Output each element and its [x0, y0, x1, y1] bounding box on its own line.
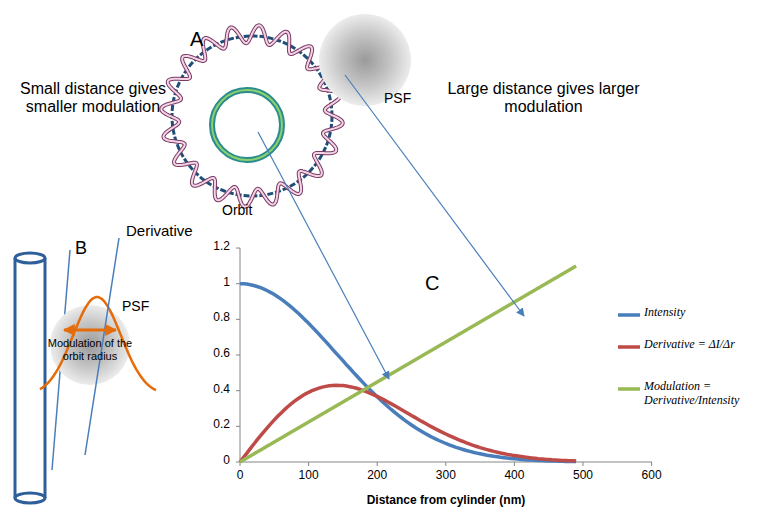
- annotation-text: Large distance gives larger modulation: [436, 80, 651, 117]
- axis-title: Distance from cylinder (nm): [296, 494, 596, 508]
- axis-tick-label: 0.4: [196, 383, 230, 397]
- annotation-text: Small distance gives smaller modulation: [3, 80, 183, 117]
- annotation-text: C: [425, 272, 455, 295]
- modulation-curve: [240, 266, 576, 462]
- axis-tick-label: 1: [196, 276, 230, 290]
- modulated-orbit: [161, 25, 342, 206]
- axis-tick-label: 200: [357, 469, 397, 483]
- axis-tick-label: 500: [563, 469, 603, 483]
- axis-ticks: [236, 248, 652, 466]
- intensity-curve: [240, 284, 576, 462]
- modulation-arrow: [64, 329, 116, 332]
- cylinder-section-inner: [212, 90, 282, 160]
- legend-text: Intensity: [644, 306, 766, 320]
- annotation-text: Modulation of the orbit radius: [40, 337, 140, 362]
- axis-tick-label: 0.2: [196, 418, 230, 432]
- legend-text: Derivative = ΔI/Δr: [644, 338, 766, 352]
- axis-tick-label: 400: [494, 469, 534, 483]
- annotation-text: A: [190, 28, 220, 51]
- wave-fill: [161, 25, 342, 206]
- axis-tick-label: 300: [426, 469, 466, 483]
- cylinder-side: [44, 258, 47, 498]
- axis-tick-label: 0.8: [196, 311, 230, 325]
- axis-tick-label: 100: [289, 469, 329, 483]
- annotation-text: Derivative: [126, 222, 216, 239]
- annotation-text: Orbit: [222, 202, 272, 218]
- leader-arrow: [258, 132, 389, 379]
- axis-tick-label: 0: [220, 469, 260, 483]
- legend-sample: [618, 387, 640, 391]
- wave-outline: [161, 25, 342, 206]
- cylinder-side: [14, 258, 17, 498]
- cylinder-bottom: [15, 493, 45, 503]
- axis-tick-label: 1.2: [196, 240, 230, 254]
- leader-arrow: [345, 75, 524, 316]
- axis-tick-label: 0.6: [196, 347, 230, 361]
- legend-sample: [618, 345, 640, 349]
- derivative-curve: [240, 385, 576, 462]
- annotation-text: PSF: [122, 298, 162, 314]
- cylinder-top: [15, 253, 45, 263]
- annotation-text: B: [75, 238, 105, 259]
- annotation-text: PSF: [384, 90, 424, 106]
- cylinder-section: [212, 90, 282, 160]
- legend-text: Modulation = Derivative/Intensity: [644, 380, 766, 408]
- axis-tick-label: 0: [196, 454, 230, 468]
- legend-sample: [618, 313, 640, 317]
- axis-tick-label: 600: [632, 469, 672, 483]
